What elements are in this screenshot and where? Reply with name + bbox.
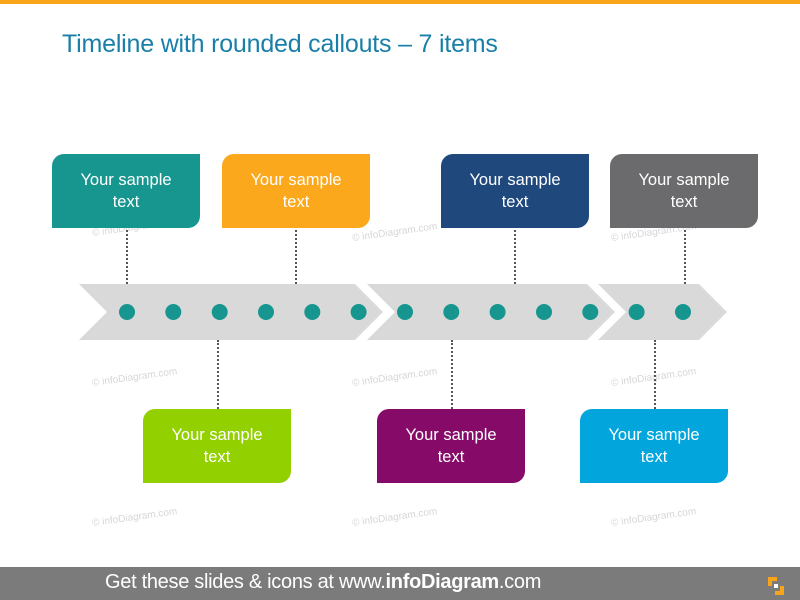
connector-line: [654, 340, 656, 409]
footer-prefix: Get these slides & icons at www.: [105, 571, 386, 593]
milestone-dot: [397, 304, 413, 320]
milestone-dots: [119, 304, 691, 320]
chevron-segment-1: [79, 284, 383, 340]
connector-line: [217, 340, 219, 409]
footer-banner: Get these slides & icons at www.infoDiag…: [0, 567, 800, 600]
footer-brand: infoDiagram: [385, 571, 500, 593]
callout-bottom-1[interactable]: Your sample text: [143, 409, 291, 483]
callout-text: Your sample text: [469, 171, 561, 211]
callout-text: Your sample text: [171, 426, 263, 466]
milestone-dot: [165, 304, 182, 320]
callout-text: Your sample text: [608, 426, 700, 466]
callout-text: Your sample text: [80, 171, 172, 211]
connector-line: [514, 230, 516, 284]
milestone-dot: [350, 304, 367, 320]
chevron-segment-3: [598, 284, 727, 340]
callout-top-4[interactable]: Your sample text: [610, 154, 758, 228]
milestone-dot: [443, 304, 460, 320]
callout-text: Your sample text: [250, 171, 342, 211]
callout-top-3[interactable]: Your sample text: [441, 154, 589, 228]
callout-bottom-2[interactable]: Your sample text: [377, 409, 525, 483]
callout-bottom-3[interactable]: Your sample text: [580, 409, 728, 483]
callout-top-1[interactable]: Your sample text: [52, 154, 200, 228]
callout-text: Your sample text: [638, 171, 730, 211]
milestone-dot: [211, 304, 228, 320]
connector-line: [295, 230, 297, 284]
milestone-dot: [119, 304, 135, 320]
milestone-dot: [489, 304, 506, 320]
milestone-dot: [536, 304, 552, 320]
slide-title: Timeline with rounded callouts – 7 items: [62, 30, 498, 58]
connector-line: [126, 230, 128, 284]
top-accent-bar: [0, 0, 800, 4]
connector-line: [451, 340, 453, 409]
footer-suffix: .com: [498, 571, 542, 593]
milestone-dot: [628, 304, 645, 320]
milestone-dot: [582, 304, 599, 320]
milestone-dot: [258, 304, 274, 320]
milestone-dot: [675, 304, 691, 320]
callout-top-2[interactable]: Your sample text: [222, 154, 370, 228]
footer-text[interactable]: Get these slides & icons at www.infoDiag…: [105, 571, 541, 594]
callout-text: Your sample text: [405, 426, 497, 466]
infodiagram-logo-icon: [768, 577, 784, 595]
milestone-dot: [304, 304, 321, 320]
connector-line: [684, 230, 686, 284]
